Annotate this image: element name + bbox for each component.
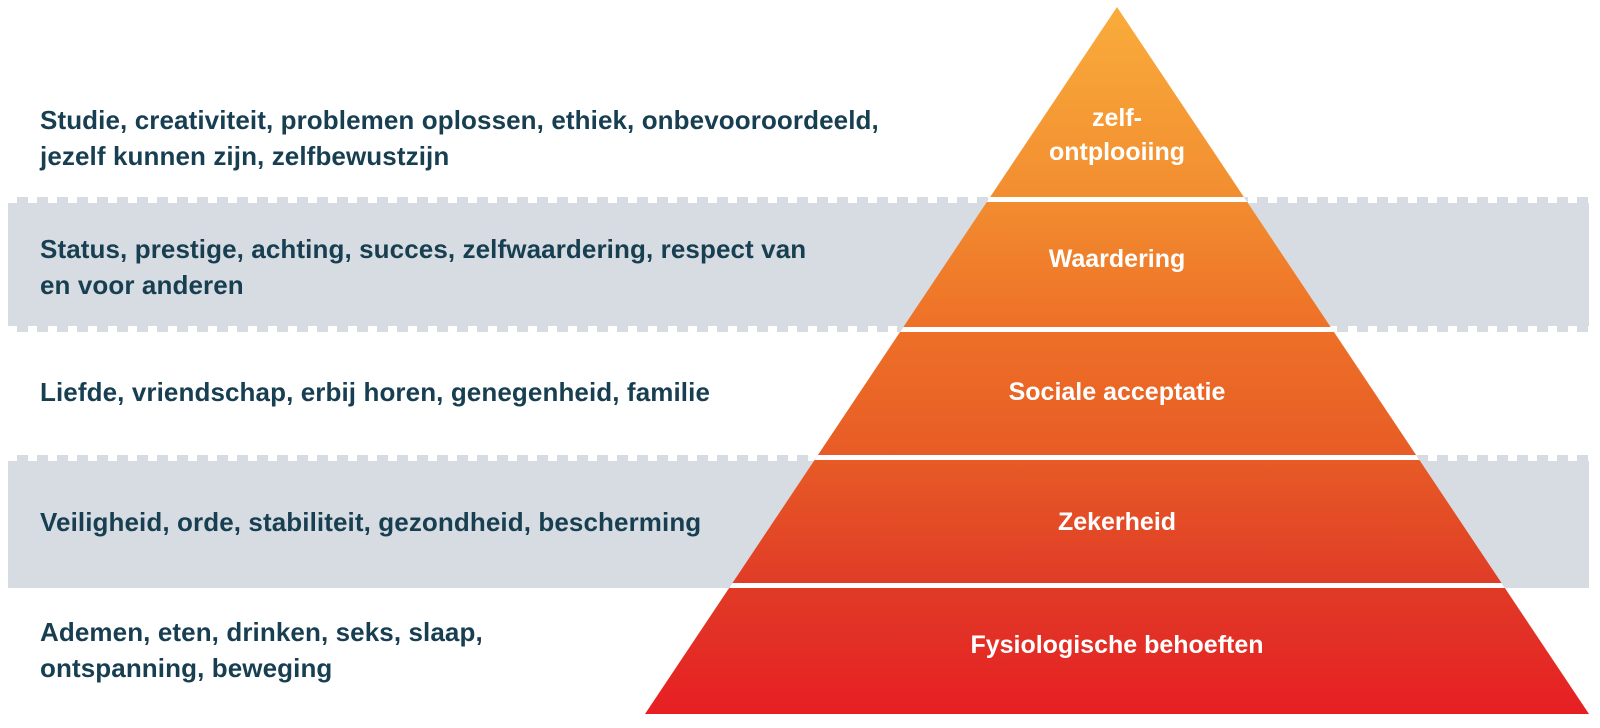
description-zelfontplooiing: Studie, creativiteit, problemen oplossen… (40, 105, 879, 171)
description-sociale-acceptatie: Liefde, vriendschap, erbij horen, genege… (40, 377, 710, 407)
separator-line-4 (645, 583, 1589, 588)
pyramid-label-zekerheid: Zekerheid (1057, 508, 1177, 536)
description-zekerheid: Veiligheid, orde, stabiliteit, gezondhei… (40, 507, 702, 537)
separator-line-2 (645, 327, 1589, 332)
dashed-edge-top (8, 197, 1589, 203)
pyramid-label-waardering: Waardering (1048, 245, 1186, 273)
dashed-edge-bottom (8, 326, 1589, 332)
pyramid-label-fysiologische-behoeften: Fysiologische behoeften (970, 631, 1264, 659)
description-fysiologische-behoeften: Ademen, eten, drinken, seks, slaap, onts… (40, 617, 483, 683)
pyramid-label-sociale-acceptatie: Sociale acceptatie (1008, 378, 1226, 406)
dashed-edge-top (8, 455, 1589, 461)
pyramid-label-zelfontplooiing: zelf- ontplooiing (1048, 104, 1186, 166)
band-waardering (8, 197, 1589, 332)
separator-line-3 (645, 455, 1589, 460)
separator-line-1 (645, 197, 1589, 202)
description-waardering: Status, prestige, achting, succes, zelfw… (40, 234, 807, 300)
